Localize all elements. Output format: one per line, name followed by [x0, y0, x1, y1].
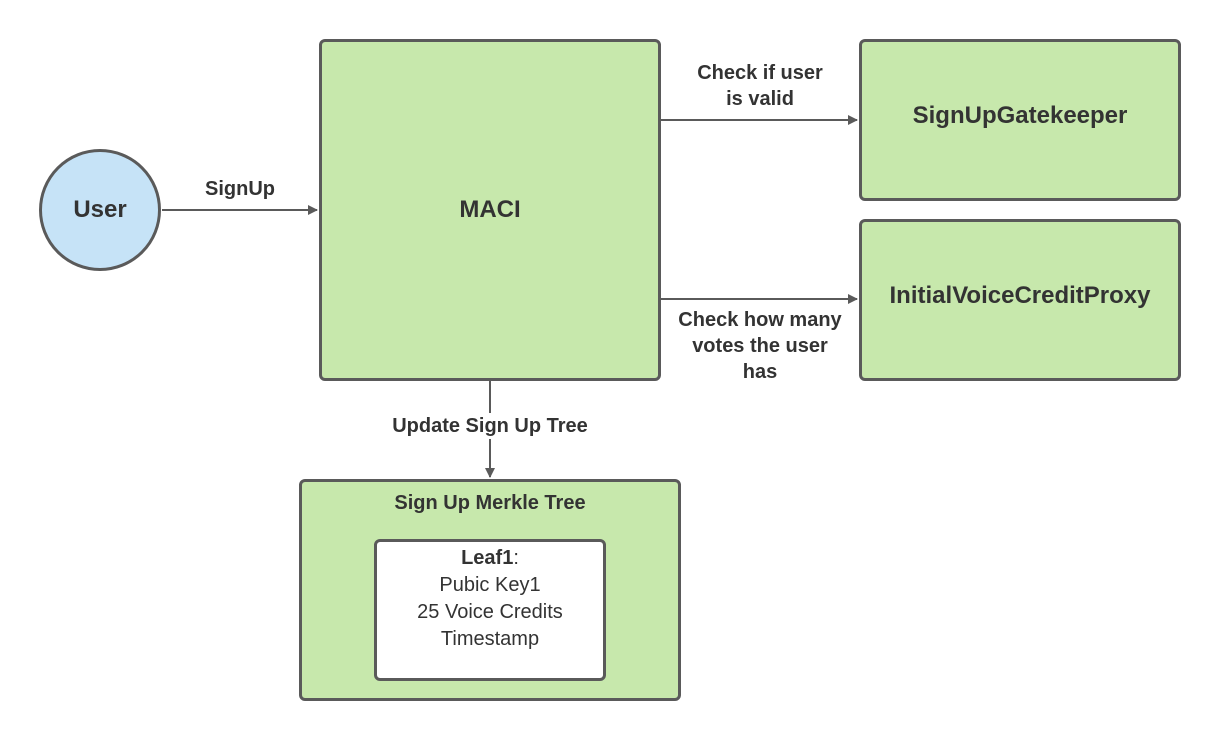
- initial-voice-credit-proxy-label: InitialVoiceCreditProxy: [889, 282, 1151, 309]
- maci-node: MACI: [319, 39, 661, 381]
- edge-label-signup: SignUp: [190, 176, 290, 202]
- user-node: User: [39, 149, 161, 271]
- edge-label-check-valid: Check if user is valid: [672, 60, 848, 112]
- merkle-tree-label: Sign Up Merkle Tree: [394, 492, 586, 514]
- edge-label-update-tree: Update Sign Up Tree: [370, 413, 610, 439]
- leaf-card: Leaf1: Pubic Key1 25 Voice Credits Times…: [374, 539, 606, 681]
- leaf-timestamp: Timestamp: [440, 628, 540, 650]
- initial-voice-credit-proxy-node: InitialVoiceCreditProxy: [859, 219, 1181, 381]
- leaf-public-key: Pubic Key1: [439, 574, 541, 596]
- leaf-title: Leaf1:: [377, 545, 603, 572]
- signup-gatekeeper-label: SignUpGatekeeper: [912, 102, 1128, 129]
- leaf-voice-credits: 25 Voice Credits: [417, 601, 563, 623]
- signup-gatekeeper-node: SignUpGatekeeper: [859, 39, 1181, 201]
- leaf-title-suffix: :: [513, 547, 519, 569]
- maci-node-label: MACI: [459, 196, 521, 223]
- user-node-label: User: [73, 196, 127, 223]
- leaf-title-name: Leaf1: [461, 547, 514, 569]
- edge-label-check-votes: Check how many votes the user has: [662, 307, 858, 385]
